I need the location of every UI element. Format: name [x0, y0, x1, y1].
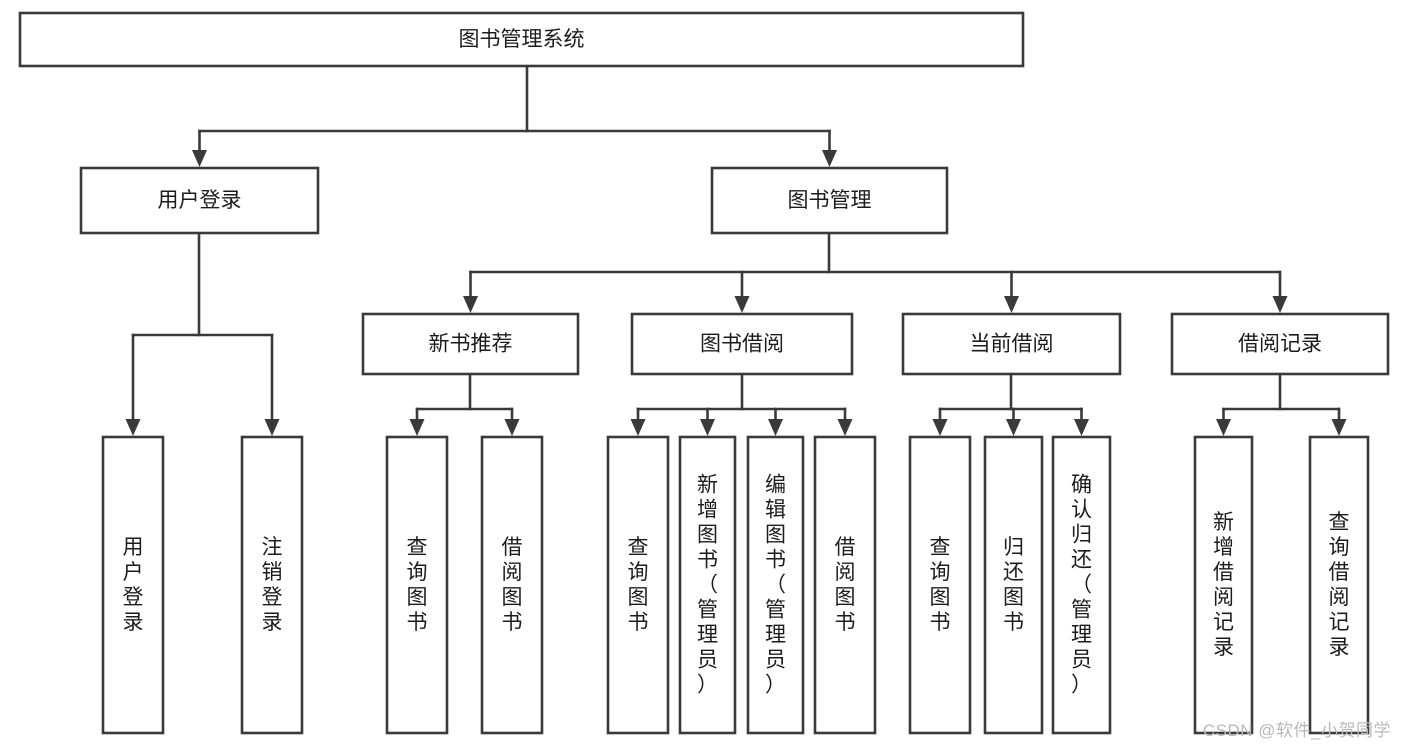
node-borrow-record[interactable]: 借阅记录 [1170, 312, 1390, 376]
node-label-leaf-add-borrow-record: 新增借阅记录 [1213, 511, 1234, 659]
node-box-leaf-borrow-book-recommend [480, 435, 544, 735]
node-label-leaf-query-book-borrow: 查询图书 [628, 536, 649, 634]
arrow-head-icon [192, 150, 207, 167]
node-box-current-borrow [901, 312, 1122, 376]
node-label-leaf-confirm-return-admin: 确认归还（管理员） [1071, 474, 1092, 697]
node-book-borrow[interactable]: 图书借阅 [630, 312, 854, 376]
node-user-login[interactable]: 用户登录 [79, 166, 320, 235]
arrow-head-icon [125, 419, 141, 436]
node-box-leaf-logout-login [240, 435, 304, 735]
arrow-head-icon [1004, 296, 1019, 313]
node-box-leaf-query-book-borrow [606, 435, 670, 735]
node-leaf-user-login[interactable]: 用户登录 [101, 435, 165, 735]
connectors-layer [125, 64, 1347, 436]
node-label-leaf-borrow-book-recommend: 借阅图书 [502, 536, 523, 634]
connector-root-to-level2 [192, 64, 837, 167]
arrow-head-icon [1272, 296, 1288, 313]
node-leaf-query-book-current[interactable]: 查询图书 [908, 435, 972, 735]
node-box-leaf-edit-book-admin [746, 435, 805, 735]
node-box-leaf-query-borrow-record [1308, 435, 1370, 735]
node-box-leaf-query-book-recommend [385, 435, 449, 735]
node-leaf-borrow-book-recommend[interactable]: 借阅图书 [480, 435, 544, 735]
node-leaf-query-book-recommend[interactable]: 查询图书 [385, 435, 449, 735]
connector-current-borrow-to-leaves [932, 372, 1089, 436]
arrow-head-icon [837, 419, 853, 436]
arrow-head-icon [822, 150, 837, 167]
node-label-root: 图书管理系统 [459, 28, 585, 51]
node-leaf-add-borrow-record[interactable]: 新增借阅记录 [1193, 435, 1254, 735]
node-box-leaf-confirm-return-admin [1051, 435, 1112, 735]
node-label-leaf-logout-login: 注销登录 [262, 536, 283, 634]
node-box-user-login [79, 166, 320, 235]
node-box-borrow-record [1170, 312, 1390, 376]
node-label-leaf-add-book-admin: 新增图书（管理员） [697, 474, 718, 697]
nodes-layer: 图书管理系统用户登录图书管理新书推荐图书借阅当前借阅借阅记录用户登录注销登录查询… [18, 11, 1390, 735]
connector-user-login-to-leaves [125, 231, 280, 436]
node-box-leaf-user-login [101, 435, 165, 735]
node-leaf-borrow-book[interactable]: 借阅图书 [813, 435, 877, 735]
node-root[interactable]: 图书管理系统 [18, 11, 1025, 68]
node-book-manage[interactable]: 图书管理 [710, 166, 949, 235]
arrow-head-icon [932, 419, 948, 436]
arrow-head-icon [1331, 419, 1347, 436]
node-label-leaf-query-borrow-record: 查询借阅记录 [1329, 511, 1350, 659]
node-box-leaf-add-book-admin [678, 435, 737, 735]
node-box-new-book-recommend [361, 312, 580, 376]
arrow-head-icon [700, 419, 715, 436]
node-label-leaf-user-login: 用户登录 [123, 536, 144, 634]
node-leaf-add-book-admin[interactable]: 新增图书（管理员） [678, 435, 737, 735]
arrow-head-icon [264, 419, 280, 436]
connector-new-book-recommend-to-leaves [409, 372, 520, 436]
watermark-label: CSDN @软件_小贺同学 [1202, 721, 1391, 740]
connector-book-manage-to-level3 [463, 231, 1288, 313]
node-box-leaf-borrow-book [813, 435, 877, 735]
node-label-leaf-return-book: 归还图书 [1003, 536, 1024, 634]
arrow-head-icon [630, 419, 646, 436]
node-leaf-confirm-return-admin[interactable]: 确认归还（管理员） [1051, 435, 1112, 735]
node-box-leaf-return-book [983, 435, 1044, 735]
arrow-head-icon [504, 419, 520, 436]
connector-book-borrow-to-leaves [630, 372, 853, 436]
arrow-head-icon [409, 419, 425, 436]
node-current-borrow[interactable]: 当前借阅 [901, 312, 1122, 376]
node-label-book-borrow: 图书借阅 [700, 333, 784, 356]
node-label-leaf-query-book-current: 查询图书 [930, 536, 951, 634]
arrow-head-icon [1216, 419, 1231, 436]
node-label-leaf-borrow-book: 借阅图书 [835, 536, 856, 634]
node-leaf-return-book[interactable]: 归还图书 [983, 435, 1044, 735]
node-label-current-borrow: 当前借阅 [970, 333, 1054, 356]
node-label-user-login: 用户登录 [158, 189, 242, 212]
arrow-head-icon [1074, 419, 1089, 436]
node-label-leaf-edit-book-admin: 编辑图书（管理员） [765, 474, 786, 697]
arrow-head-icon [734, 296, 750, 313]
node-label-book-manage: 图书管理 [788, 189, 872, 212]
node-box-book-manage [710, 166, 949, 235]
node-label-leaf-query-book-recommend: 查询图书 [407, 536, 428, 634]
node-leaf-edit-book-admin[interactable]: 编辑图书（管理员） [746, 435, 805, 735]
node-box-book-borrow [630, 312, 854, 376]
arrow-head-icon [463, 296, 478, 313]
node-box-root [18, 11, 1025, 68]
node-label-new-book-recommend: 新书推荐 [429, 333, 513, 356]
node-label-borrow-record: 借阅记录 [1238, 333, 1322, 356]
arrow-head-icon [768, 419, 783, 436]
node-leaf-logout-login[interactable]: 注销登录 [240, 435, 304, 735]
node-leaf-query-borrow-record[interactable]: 查询借阅记录 [1308, 435, 1370, 735]
arrow-head-icon [1006, 419, 1021, 436]
node-new-book-recommend[interactable]: 新书推荐 [361, 312, 580, 376]
connector-borrow-record-to-leaves [1216, 372, 1347, 436]
node-leaf-query-book-borrow[interactable]: 查询图书 [606, 435, 670, 735]
node-box-leaf-query-book-current [908, 435, 972, 735]
node-box-leaf-add-borrow-record [1193, 435, 1254, 735]
